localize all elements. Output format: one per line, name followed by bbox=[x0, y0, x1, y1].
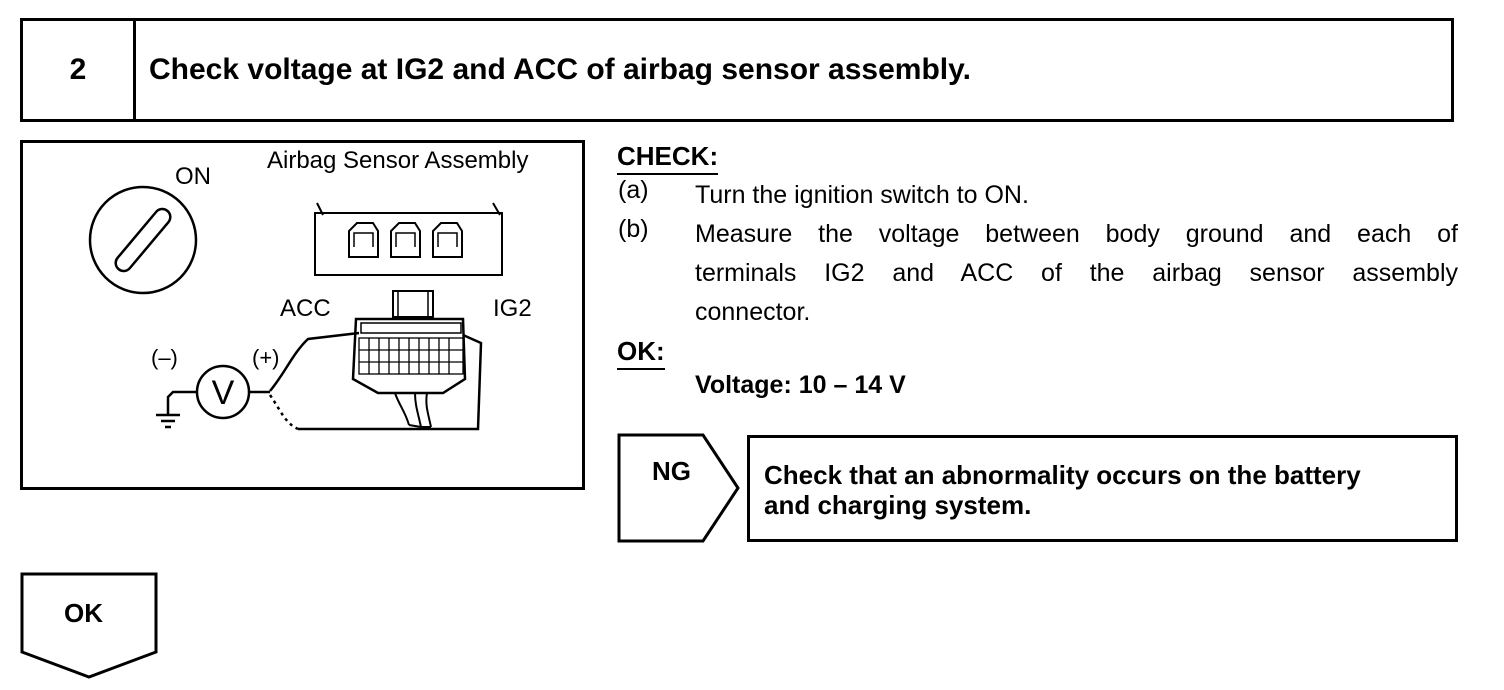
item-b-line: connector. bbox=[695, 298, 811, 326]
ok-heading: OK: bbox=[617, 336, 665, 370]
spec-value: Voltage: 10 – 14 V bbox=[695, 371, 906, 399]
item-b-text: Measure the voltage between body ground … bbox=[695, 215, 1458, 332]
ng-action-line: Check that an abnormality occurs on the … bbox=[764, 460, 1361, 490]
illustration-panel: ON Airbag Sensor Assembly ACC IG2 (–) (+… bbox=[20, 140, 585, 490]
item-a-line: Turn the ignition switch to ON. bbox=[695, 181, 1029, 209]
ig2-label: IG2 bbox=[493, 295, 532, 322]
connector-icon bbox=[351, 290, 467, 428]
step-title: Check voltage at IG2 and ACC of airbag s… bbox=[149, 53, 971, 86]
minus-label: (–) bbox=[151, 345, 178, 370]
ok-arrow-icon bbox=[20, 572, 158, 679]
ng-action-line: and charging system. bbox=[764, 490, 1032, 520]
wiring-diagram: V bbox=[88, 185, 503, 431]
item-b-line: Measure the voltage between body ground … bbox=[695, 220, 1458, 248]
plus-label: (+) bbox=[252, 345, 280, 370]
check-heading: CHECK: bbox=[617, 141, 719, 175]
ng-action-box: Check that an abnormality occurs on the … bbox=[747, 435, 1458, 542]
switch-label: ON bbox=[175, 163, 211, 190]
ground-icon bbox=[156, 413, 180, 429]
ng-arrow-icon bbox=[617, 433, 740, 543]
item-b-letter: (b) bbox=[618, 215, 649, 243]
step-header: 2 Check voltage at IG2 and ACC of airbag… bbox=[20, 18, 1454, 122]
voltmeter-icon: V bbox=[166, 364, 270, 420]
ng-label: NG bbox=[652, 456, 691, 486]
ng-action-text: Check that an abnormality occurs on the … bbox=[764, 460, 1361, 520]
item-a-letter: (a) bbox=[618, 176, 649, 204]
meter-symbol: V bbox=[212, 374, 235, 412]
ignition-switch-icon bbox=[88, 185, 198, 295]
acc-label: ACC bbox=[280, 295, 331, 322]
item-b-line: terminals IG2 and ACC of the airbag sens… bbox=[695, 259, 1458, 287]
step-number: 2 bbox=[23, 21, 136, 119]
sensor-label: Airbag Sensor Assembly bbox=[267, 147, 529, 174]
sensor-housing-icon bbox=[314, 202, 503, 276]
ok-label: OK bbox=[64, 598, 103, 628]
item-a-text: Turn the ignition switch to ON. bbox=[695, 176, 1029, 215]
